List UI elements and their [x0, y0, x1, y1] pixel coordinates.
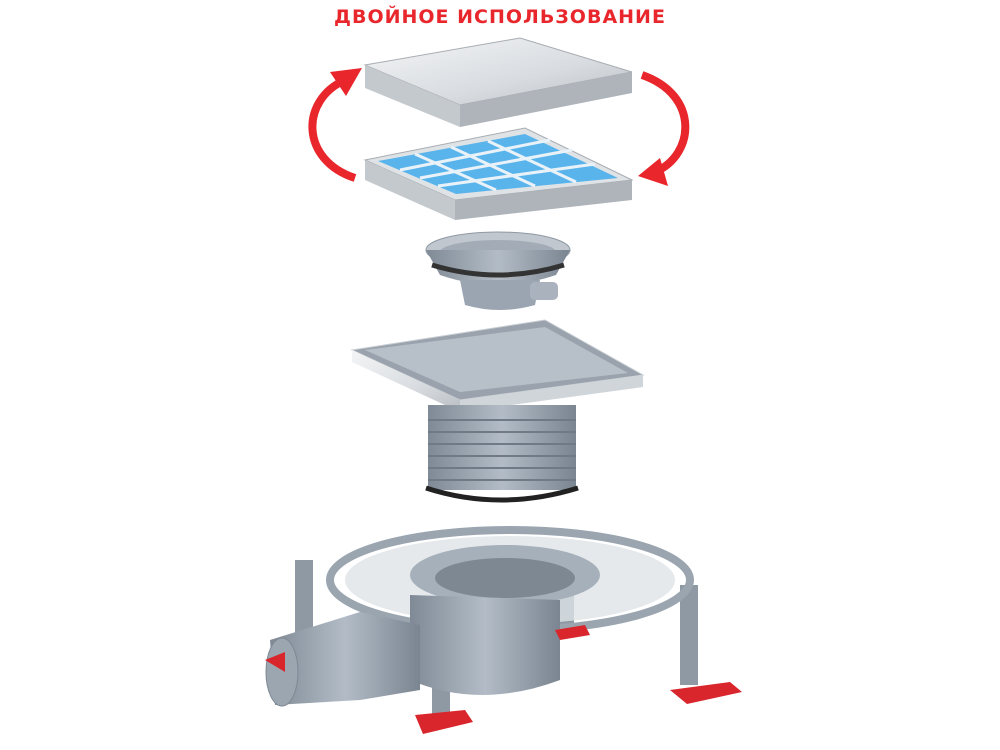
odor-trap [425, 231, 571, 310]
headline: Двойное использование [334, 6, 666, 28]
steel-grate [363, 37, 633, 127]
tile-insert-grate [363, 127, 634, 220]
swap-arrow-left-icon [308, 68, 362, 182]
drain-frame-extension [350, 319, 645, 503]
drain-body-base [265, 526, 742, 734]
swap-arrow-right-icon [638, 71, 690, 186]
